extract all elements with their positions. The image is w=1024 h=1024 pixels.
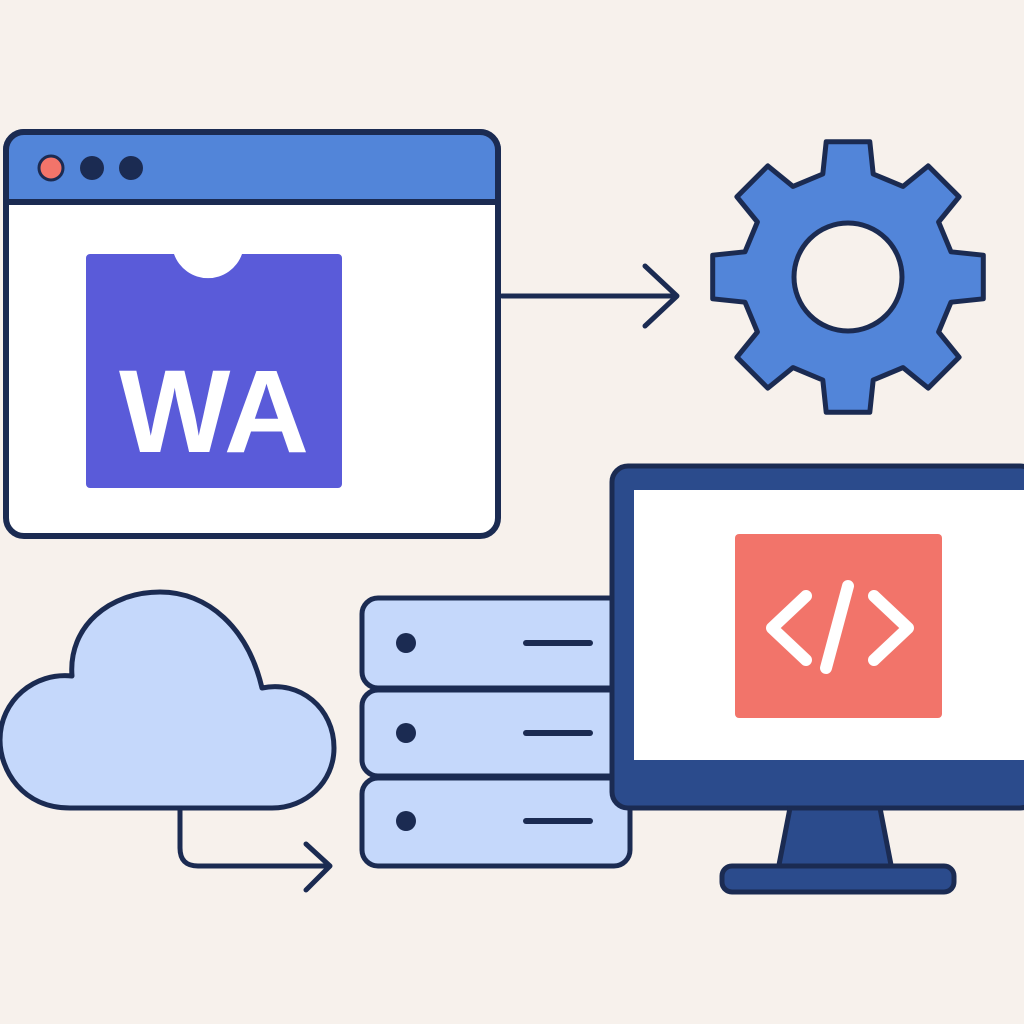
minimize-dot[interactable] [80,156,104,180]
monitor-stand [775,805,895,873]
gear-icon [710,139,986,415]
close-dot[interactable] [37,154,65,182]
server-unit [359,775,633,869]
arrow-right-icon [499,263,680,329]
wa-logo-text: WA [119,346,309,478]
server-unit [359,687,633,779]
monitor-base [719,863,957,895]
maximize-dot[interactable] [119,156,143,180]
monitor-icon [609,463,1024,895]
arrow-right-icon [177,805,333,893]
wa-logo: WA [86,254,342,488]
server-stack-icon [359,595,633,869]
browser-window: WA [3,129,501,539]
browser-title-bar [3,129,501,205]
cloud-icon [0,589,337,811]
code-brackets-icon [735,534,942,718]
server-unit [359,595,633,691]
